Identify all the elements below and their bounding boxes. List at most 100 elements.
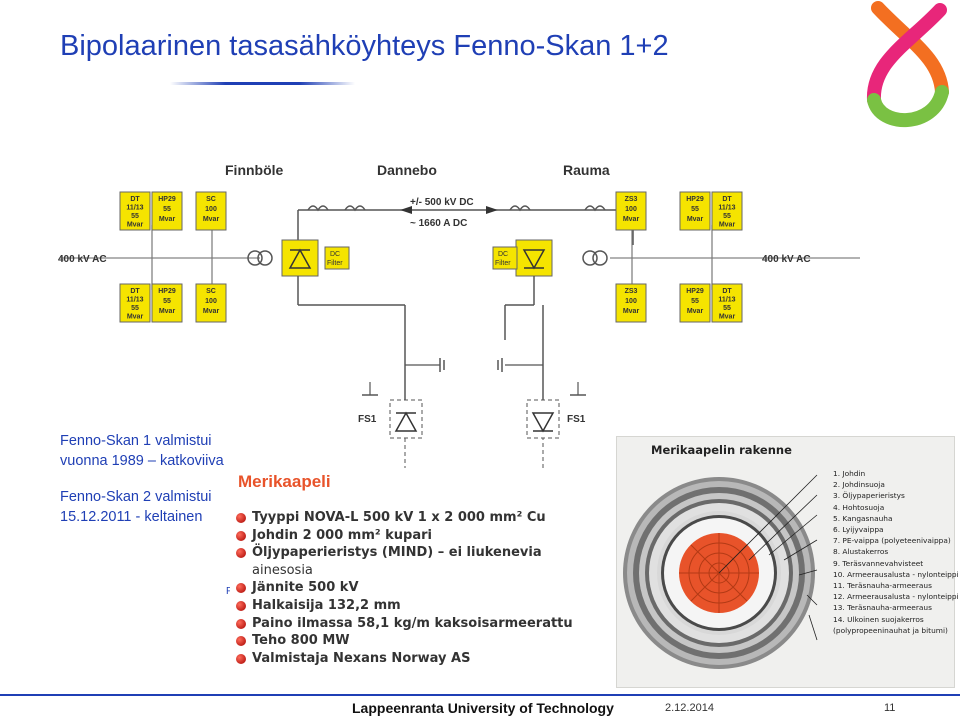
lut-logo <box>866 1 949 128</box>
reactive-box-label: 55 <box>163 206 171 213</box>
reactive-box-label: Mvar <box>203 308 220 315</box>
reactive-box-label: Mvar <box>719 222 736 229</box>
footer-date: 2.12.2014 <box>665 702 714 714</box>
layer-item: 7. PE-vaippa (polyeteenivaippa) <box>833 536 951 546</box>
reactive-box <box>119 283 151 323</box>
reactive-box-label: 55 <box>131 305 139 312</box>
title-underline <box>170 82 355 85</box>
layer-item: 8. Alustakerros <box>833 547 889 557</box>
cable-spec-list: Tyyppi NOVA-L 500 kV 1 x 2 000 mm² Cu Jo… <box>236 509 573 667</box>
page-number: 11 <box>884 702 896 714</box>
station-label-dannebo: Dannebo <box>377 162 437 178</box>
dc-filter-right-line1: DC <box>498 251 508 258</box>
reactive-box-label: HP29 <box>158 288 176 295</box>
note-fs2-line2: 15.12.2011 - keltainen <box>60 509 203 525</box>
slide-title: Bipolaarinen tasasähköyhteys Fenno-Skan … <box>60 30 669 62</box>
cross-section-title: Merikaapelin rakenne <box>651 443 792 457</box>
reactive-box-label: 100 <box>625 206 637 213</box>
note-fs1-line2: vuonna 1989 – katkoviiva <box>60 453 224 469</box>
reactive-box-label: HP29 <box>686 288 704 295</box>
note-fs2-line1: Fenno-Skan 2 valmistui <box>60 489 212 505</box>
cable-cross-section-image <box>623 474 818 669</box>
spec-item-continuation: ainesosia <box>252 562 313 578</box>
reactive-box-label: Mvar <box>159 216 176 223</box>
layer-item: 4. Hohtosuoja <box>833 502 885 512</box>
bullet-icon <box>236 513 246 523</box>
spec-item: Valmistaja Nexans Norway AS <box>236 650 573 668</box>
reactive-box-label: Mvar <box>687 308 704 315</box>
layer-item: 12. Armeerausalusta - nylonteippi <box>833 592 959 602</box>
layer-item: 5. Kangasnauha <box>833 513 893 523</box>
reactive-box-label: 11/13 <box>126 297 143 304</box>
reactive-box-label: 100 <box>205 298 217 305</box>
reactive-box <box>615 283 647 323</box>
bullet-icon <box>236 548 246 559</box>
reactive-box-label: Mvar <box>623 216 640 223</box>
reactive-box-label: HP29 <box>686 196 704 203</box>
spec-item: Tyyppi NOVA-L 500 kV 1 x 2 000 mm² Cu <box>236 509 573 527</box>
layer-item: 9. Teräsvannevahvisteet <box>833 558 924 568</box>
reactive-box <box>151 191 183 231</box>
reactive-box-label: HP29 <box>158 196 176 203</box>
cable-panel: Merikaapeli Tyyppi NOVA-L 500 kV 1 x 2 0… <box>230 468 615 680</box>
bullet-icon <box>236 618 246 629</box>
footer-university: Lappeenranta University of Technology <box>352 700 614 716</box>
reactive-box-label: Mvar <box>687 216 704 223</box>
reactive-box <box>119 191 151 231</box>
layer-item: 10. Armeerausalusta - nylonteippi <box>833 569 959 579</box>
footer-bar: Lappeenranta University of Technology 2.… <box>0 694 960 720</box>
reactive-box-label: Mvar <box>719 314 736 321</box>
bullet-icon <box>236 600 246 611</box>
cable-heading: Merikaapeli <box>238 472 331 491</box>
dc-filter-right-line2: Filter <box>495 260 511 267</box>
fs1-label-right: FS1 <box>567 414 586 425</box>
reactive-box-label: 55 <box>131 213 139 220</box>
layer-item: 6. Lyijyvaippa <box>833 525 884 535</box>
spec-item: Johdin 2 000 mm² kupari <box>236 527 573 545</box>
layer-item: 1. Johdin <box>833 469 866 478</box>
reactive-box <box>711 191 743 231</box>
reactive-box-label: DT <box>722 288 732 295</box>
note-fs1-line1: Fenno-Skan 1 valmistui <box>60 433 212 449</box>
layer-item: 13. Teräsnauha-armeeraus <box>833 603 932 613</box>
spec-item: Paino ilmassa 58,1 kg/m kaksoisarmeeratt… <box>236 615 573 633</box>
reactive-box-label: 100 <box>625 298 637 305</box>
reactive-box-label: Mvar <box>203 216 220 223</box>
reactive-box-label: 55 <box>723 213 731 220</box>
hvdc-diagram: Finnböle Dannebo Rauma +/- 500 kV DC ~ 1… <box>58 162 860 476</box>
reactive-box <box>615 191 647 231</box>
spec-item: Halkaisija 132,2 mm <box>236 597 573 615</box>
spec-item: Öljypaperieristys (MIND) – ei liukenevia <box>236 544 573 562</box>
layer-item: 3. Öljypaperieristys <box>833 491 905 501</box>
fs1-label-left: FS1 <box>358 414 377 425</box>
layer-item: 11. Teräsnauha-armeeraus <box>833 581 932 591</box>
reactive-box-label: SC <box>206 196 216 203</box>
spec-item: Jännite 500 kV <box>236 579 573 597</box>
reactive-box-label: Mvar <box>159 308 176 315</box>
cross-section-layers: 1. Johdin 2. Johdinsuoja 3. Öljypaperier… <box>833 468 959 636</box>
reactive-box-label: DT <box>130 196 140 203</box>
dc-current-label: ~ 1660 A DC <box>410 218 467 229</box>
reactive-boxes: DT11/1355MvarHP2955MvarSC100MvarDT11/135… <box>119 191 743 323</box>
dc-voltage-label: +/- 500 kV DC <box>410 197 474 208</box>
station-label-finnbole: Finnböle <box>225 162 284 178</box>
reactive-box <box>195 283 227 323</box>
reactive-box-label: 55 <box>723 305 731 312</box>
reactive-box <box>711 283 743 323</box>
reactive-box <box>195 191 227 231</box>
reactive-box <box>679 283 711 323</box>
layer-item: 14. Ulkoinen suojakerros <box>833 614 924 624</box>
ac-left-label: 400 kV AC <box>58 254 107 265</box>
bullet-icon <box>236 530 246 541</box>
reactive-box-label: ZS3 <box>625 196 638 203</box>
layer-item: (polypropeenin­auhat ja bitumi) <box>833 625 948 635</box>
reactive-box-label: 55 <box>163 298 171 305</box>
reactive-box-label: 55 <box>691 206 699 213</box>
reactive-box-label: 11/13 <box>126 205 143 212</box>
bullet-icon <box>236 583 246 594</box>
station-label-rauma: Rauma <box>563 162 610 178</box>
reactive-box-label: DT <box>130 288 140 295</box>
reactive-box-label: ZS3 <box>625 288 638 295</box>
dc-filter-left-line2: Filter <box>327 260 343 267</box>
reactive-box-label: 100 <box>205 206 217 213</box>
